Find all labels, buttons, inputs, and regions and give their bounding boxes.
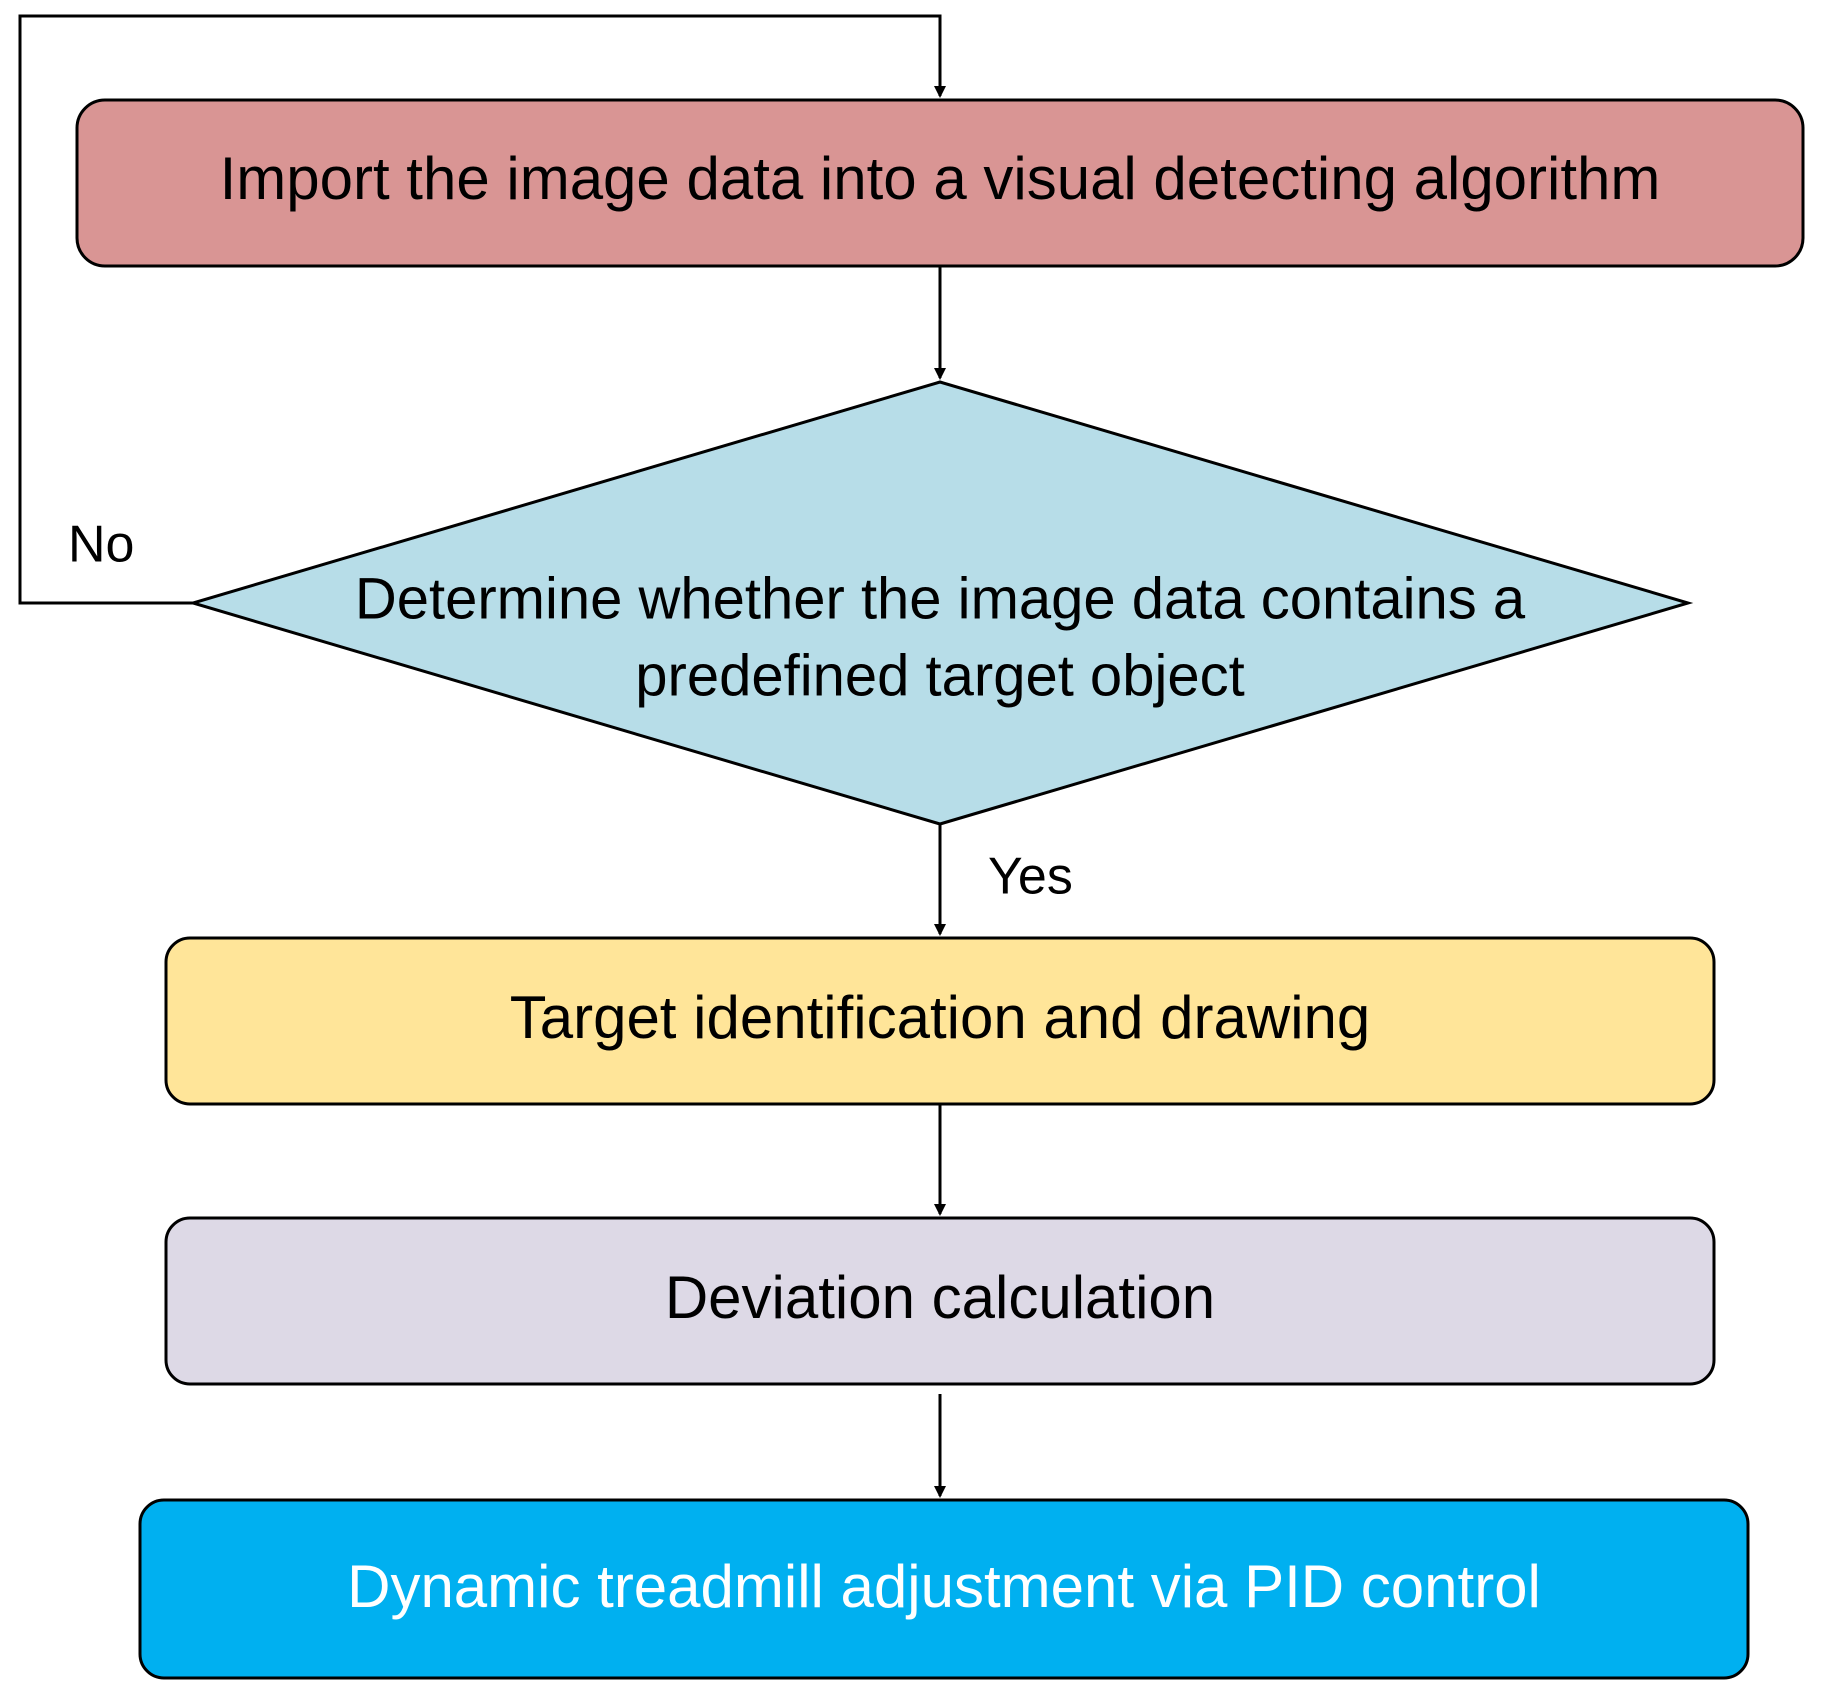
pid-label: Dynamic treadmill adjustment via PID con…: [347, 1553, 1541, 1620]
import-label: Import the image data into a visual dete…: [220, 145, 1661, 212]
deviation-box: [164, 1216, 1716, 1386]
no-label: No: [68, 516, 134, 574]
decision-node: Determine whether the image data contain…: [187, 380, 1694, 826]
deviation-label: Deviation calculation: [665, 1264, 1215, 1331]
no-loop-connector: [18, 14, 946, 605]
identify-label: Target identification and drawing: [510, 984, 1371, 1051]
decision-label-line1: Determine whether the image data contain…: [355, 566, 1526, 631]
deviation-node: Deviation calculation: [164, 1216, 1716, 1386]
pid-node: Dynamic treadmill adjustment via PID con…: [138, 1498, 1750, 1680]
pid-box: [138, 1498, 1750, 1680]
identify-node: Target identification and drawing: [164, 936, 1716, 1106]
import-node: Import the image data into a visual dete…: [75, 98, 1805, 268]
decision-label-line2: predefined target object: [635, 643, 1244, 708]
yes-label: Yes: [988, 848, 1073, 906]
